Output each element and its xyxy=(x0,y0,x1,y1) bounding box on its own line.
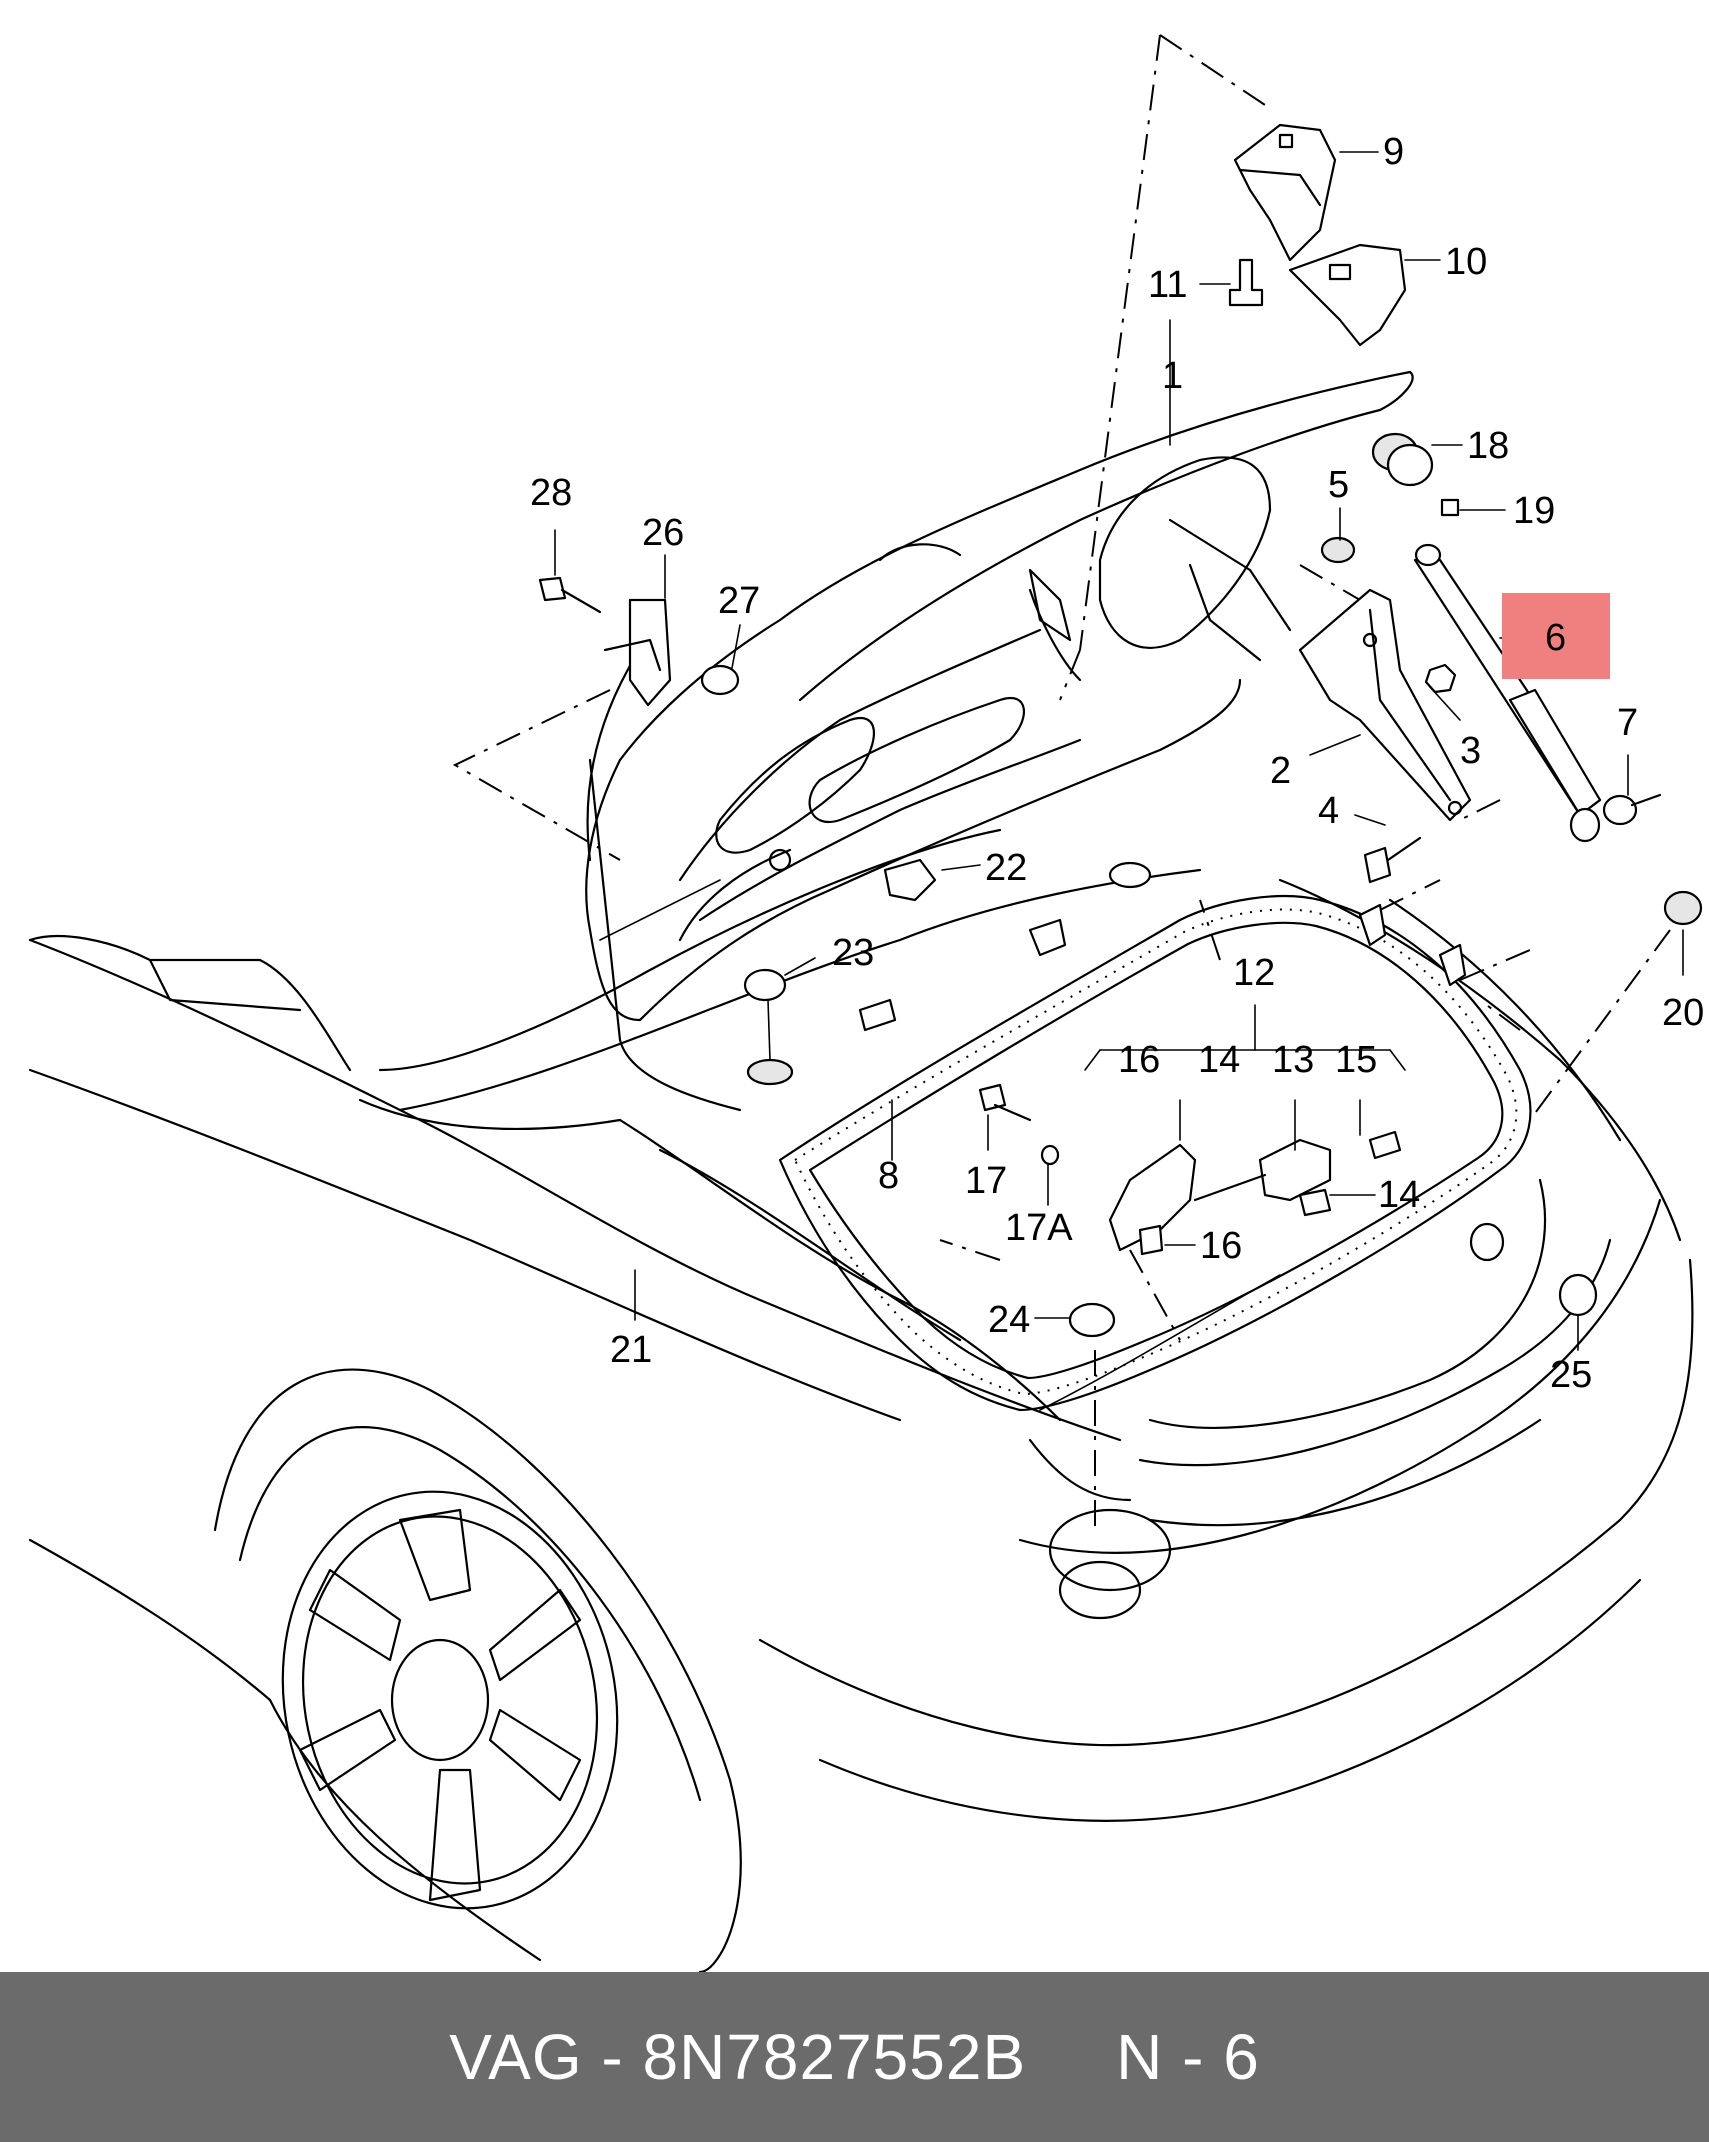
boot-lid xyxy=(585,370,1414,1022)
callout-20: 20 xyxy=(1662,992,1704,1034)
callout-12: 12 xyxy=(1233,952,1275,994)
callout-26: 26 xyxy=(642,512,684,554)
callout-22: 22 xyxy=(985,847,1027,889)
parts-diagram: 1 9 10 11 18 19 5 6 7 3 2 4 20 22 23 8 1… xyxy=(28,34,1704,1972)
parts xyxy=(538,123,1703,1411)
callout-14a: 14 xyxy=(1198,1039,1240,1081)
page-reference: N - 6 xyxy=(1116,2021,1260,2093)
callout-6: 6 xyxy=(1545,617,1566,659)
callout-15: 15 xyxy=(1335,1039,1377,1081)
trunk-seal xyxy=(778,895,1532,1412)
callout-1: 1 xyxy=(1162,355,1183,397)
callout-17: 17 xyxy=(965,1160,1007,1202)
callout-8: 8 xyxy=(878,1155,899,1197)
callout-21: 21 xyxy=(610,1329,652,1371)
callout-28: 28 xyxy=(530,472,572,514)
callout-19: 19 xyxy=(1513,490,1555,532)
callout-11: 11 xyxy=(1148,264,1187,306)
separator: - xyxy=(601,2021,624,2093)
brand-label: VAG xyxy=(449,2021,583,2093)
callout-7: 7 xyxy=(1617,702,1638,744)
highlight-box xyxy=(1502,593,1610,679)
callout-16b: 16 xyxy=(1200,1225,1242,1267)
callout-17a: 17A xyxy=(1005,1207,1073,1249)
callout-5: 5 xyxy=(1328,464,1349,506)
callout-2: 2 xyxy=(1270,750,1291,792)
part-number-bar: VAG - 8N7827552B N - 6 xyxy=(0,1972,1709,2142)
callout-14b: 14 xyxy=(1378,1174,1420,1216)
callout-10: 10 xyxy=(1445,241,1487,283)
callout-18: 18 xyxy=(1467,425,1509,467)
assembly-lines xyxy=(452,34,1671,1530)
callout-24: 24 xyxy=(988,1299,1030,1341)
part-number: 8N7827552B xyxy=(642,2021,1027,2093)
car-body xyxy=(28,618,1694,1972)
wheel xyxy=(281,1490,619,1910)
callout-9: 9 xyxy=(1383,131,1404,173)
callout-13: 13 xyxy=(1272,1039,1314,1081)
callout-16a: 16 xyxy=(1118,1039,1160,1081)
callouts: 1 9 10 11 18 19 5 6 7 3 2 4 20 22 23 8 1… xyxy=(530,131,1704,1396)
callout-23: 23 xyxy=(832,932,874,974)
callout-3: 3 xyxy=(1460,730,1481,772)
leader-lines xyxy=(554,151,1684,1351)
callout-27: 27 xyxy=(718,580,760,622)
callout-4: 4 xyxy=(1318,790,1339,832)
callout-25: 25 xyxy=(1550,1354,1592,1396)
